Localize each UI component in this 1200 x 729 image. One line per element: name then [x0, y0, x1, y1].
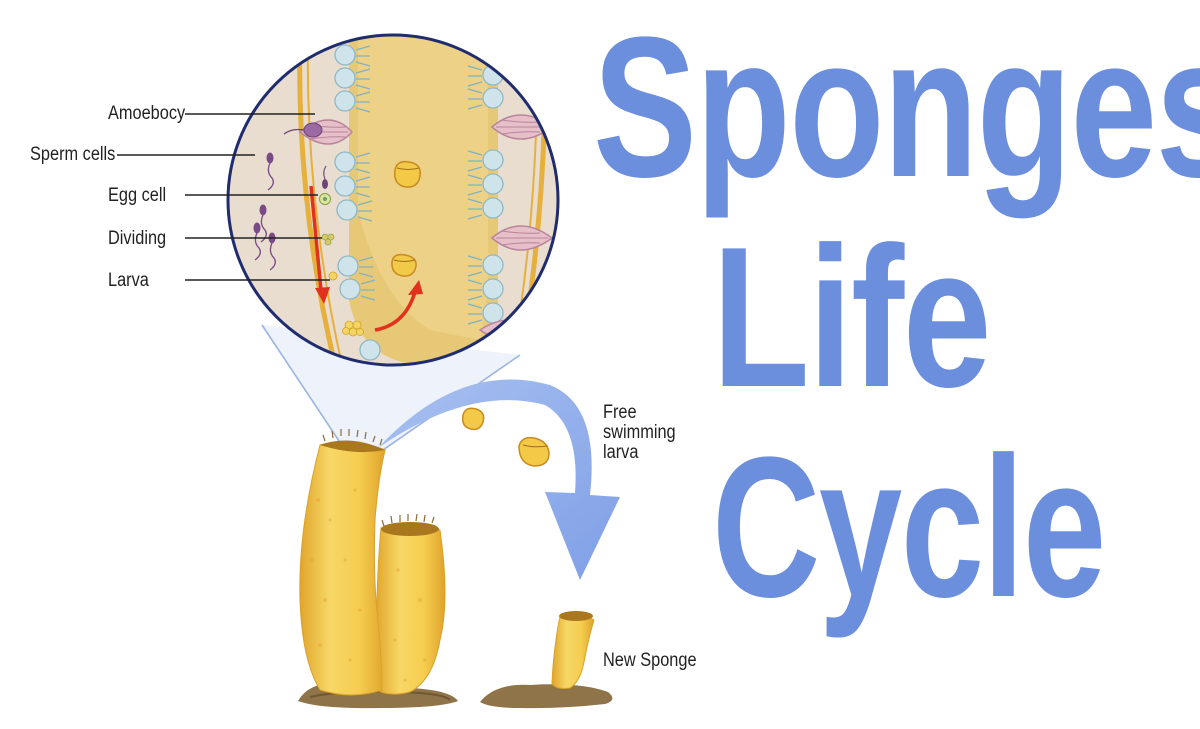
label-egg-cell: Egg cell	[108, 185, 167, 206]
label-dividing: Dividing	[108, 228, 167, 249]
sperm-cell-icons	[253, 152, 276, 271]
amoebocyte-cell	[283, 122, 323, 138]
larva-in-chamber	[391, 160, 422, 277]
label-amoebocy: Amoebocy	[108, 103, 186, 124]
magnifier-ring	[226, 33, 560, 367]
choanocyte-layer-left	[334, 44, 381, 361]
label-larva: Larva	[108, 270, 149, 291]
dividing-cell	[321, 233, 335, 246]
developing-larva-cells	[328, 271, 364, 337]
label-leader-lines	[117, 113, 330, 281]
label-free-swimming-larva: Free swimming larva	[603, 402, 676, 463]
new-sponge	[480, 611, 613, 709]
adult-sponges	[298, 429, 458, 709]
label-new-sponge: New Sponge	[603, 650, 697, 671]
title-line-3: Cycle	[712, 416, 1106, 639]
label-sperm-cells: Sperm cells	[30, 144, 116, 165]
egg-cell	[318, 165, 332, 206]
free-swimming-larvae	[461, 407, 550, 467]
title-line-2: Life	[712, 206, 992, 429]
magnified-cross-section	[226, 33, 560, 367]
title-line-1: Sponges	[593, 0, 1200, 219]
